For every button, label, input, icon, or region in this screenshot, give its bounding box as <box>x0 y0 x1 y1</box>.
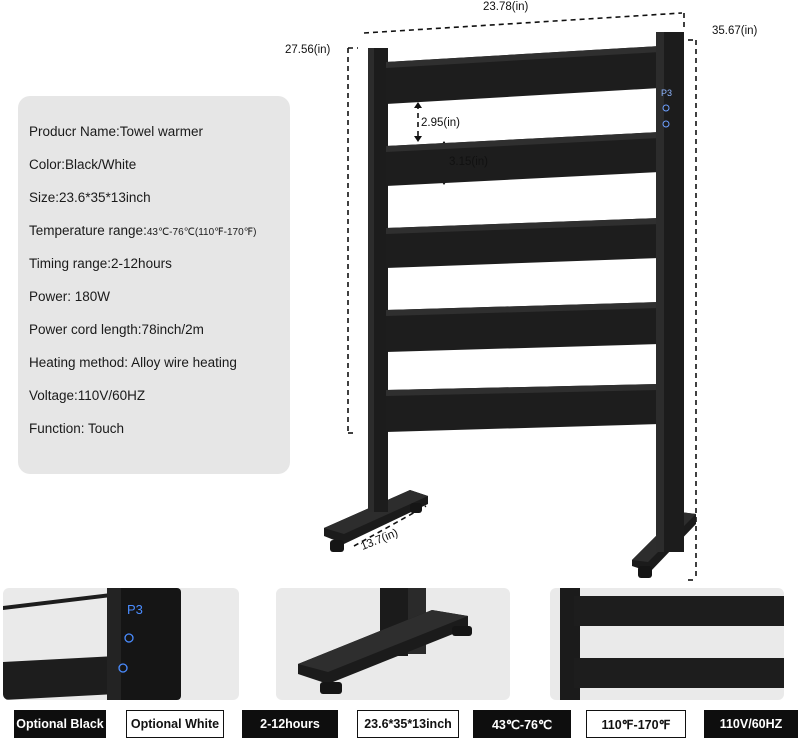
thumb-control-panel: P3 <box>3 588 239 700</box>
tag-timing: 2-12hours <box>242 710 338 738</box>
towel-warmer-illustration: P3 23.78(in) 27.56(in) 35.67(in) 2.95(in… <box>285 0 800 585</box>
spec-function: Function: Touch <box>29 421 125 436</box>
spec-color: Color:Black/White <box>29 157 137 172</box>
dim-width: 23.78(in) <box>483 1 529 13</box>
dim-left-height: 27.56(in) <box>285 44 331 56</box>
spec-temperature-label: Temperature range: <box>29 223 147 238</box>
tag-voltage: 110V/60HZ <box>704 710 798 738</box>
control-panel <box>662 104 670 128</box>
spec-panel: Producr Name:Towel warmer Color:Black/Wh… <box>18 96 290 474</box>
tag-optional-black: Optional Black <box>14 710 106 738</box>
spec-size: Size:23.6*35*13inch <box>29 190 151 205</box>
towel-warmer-drawing: P3 <box>324 12 697 581</box>
dim-bar-height: 3.15(in) <box>449 156 488 168</box>
dimension-lines <box>347 12 697 581</box>
dim-right-height: 35.67(in) <box>712 25 758 37</box>
spec-timing: Timing range:2-12hours <box>29 256 172 271</box>
thumb-display-readout: P3 <box>127 602 143 617</box>
towel-bars <box>386 46 660 432</box>
spec-temperature-value: 43℃-76℃(110℉-170℉) <box>146 227 257 238</box>
thumb-base <box>276 588 510 700</box>
display-readout: P3 <box>661 88 672 98</box>
tag-temp-celsius: 43℃-76℃ <box>473 710 571 738</box>
spec-voltage: Voltage:110V/60HZ <box>29 388 146 403</box>
dim-bar-gap: 2.95(in) <box>421 117 460 129</box>
tag-optional-white: Optional White <box>126 710 224 738</box>
spec-temperature: Temperature range:43℃-76℃(110℉-170℉) <box>29 223 257 238</box>
spec-product-name: Producr Name:Towel warmer <box>29 124 204 139</box>
tag-size: 23.6*35*13inch <box>357 710 459 738</box>
spec-heating-method: Heating method: Alloy wire heating <box>29 355 237 370</box>
spec-power: Power: 180W <box>29 289 111 304</box>
spec-cord-length: Power cord length:78inch/2m <box>29 322 204 337</box>
tag-temp-fahrenheit: 110℉-170℉ <box>586 710 686 738</box>
thumb-bars <box>550 588 784 700</box>
